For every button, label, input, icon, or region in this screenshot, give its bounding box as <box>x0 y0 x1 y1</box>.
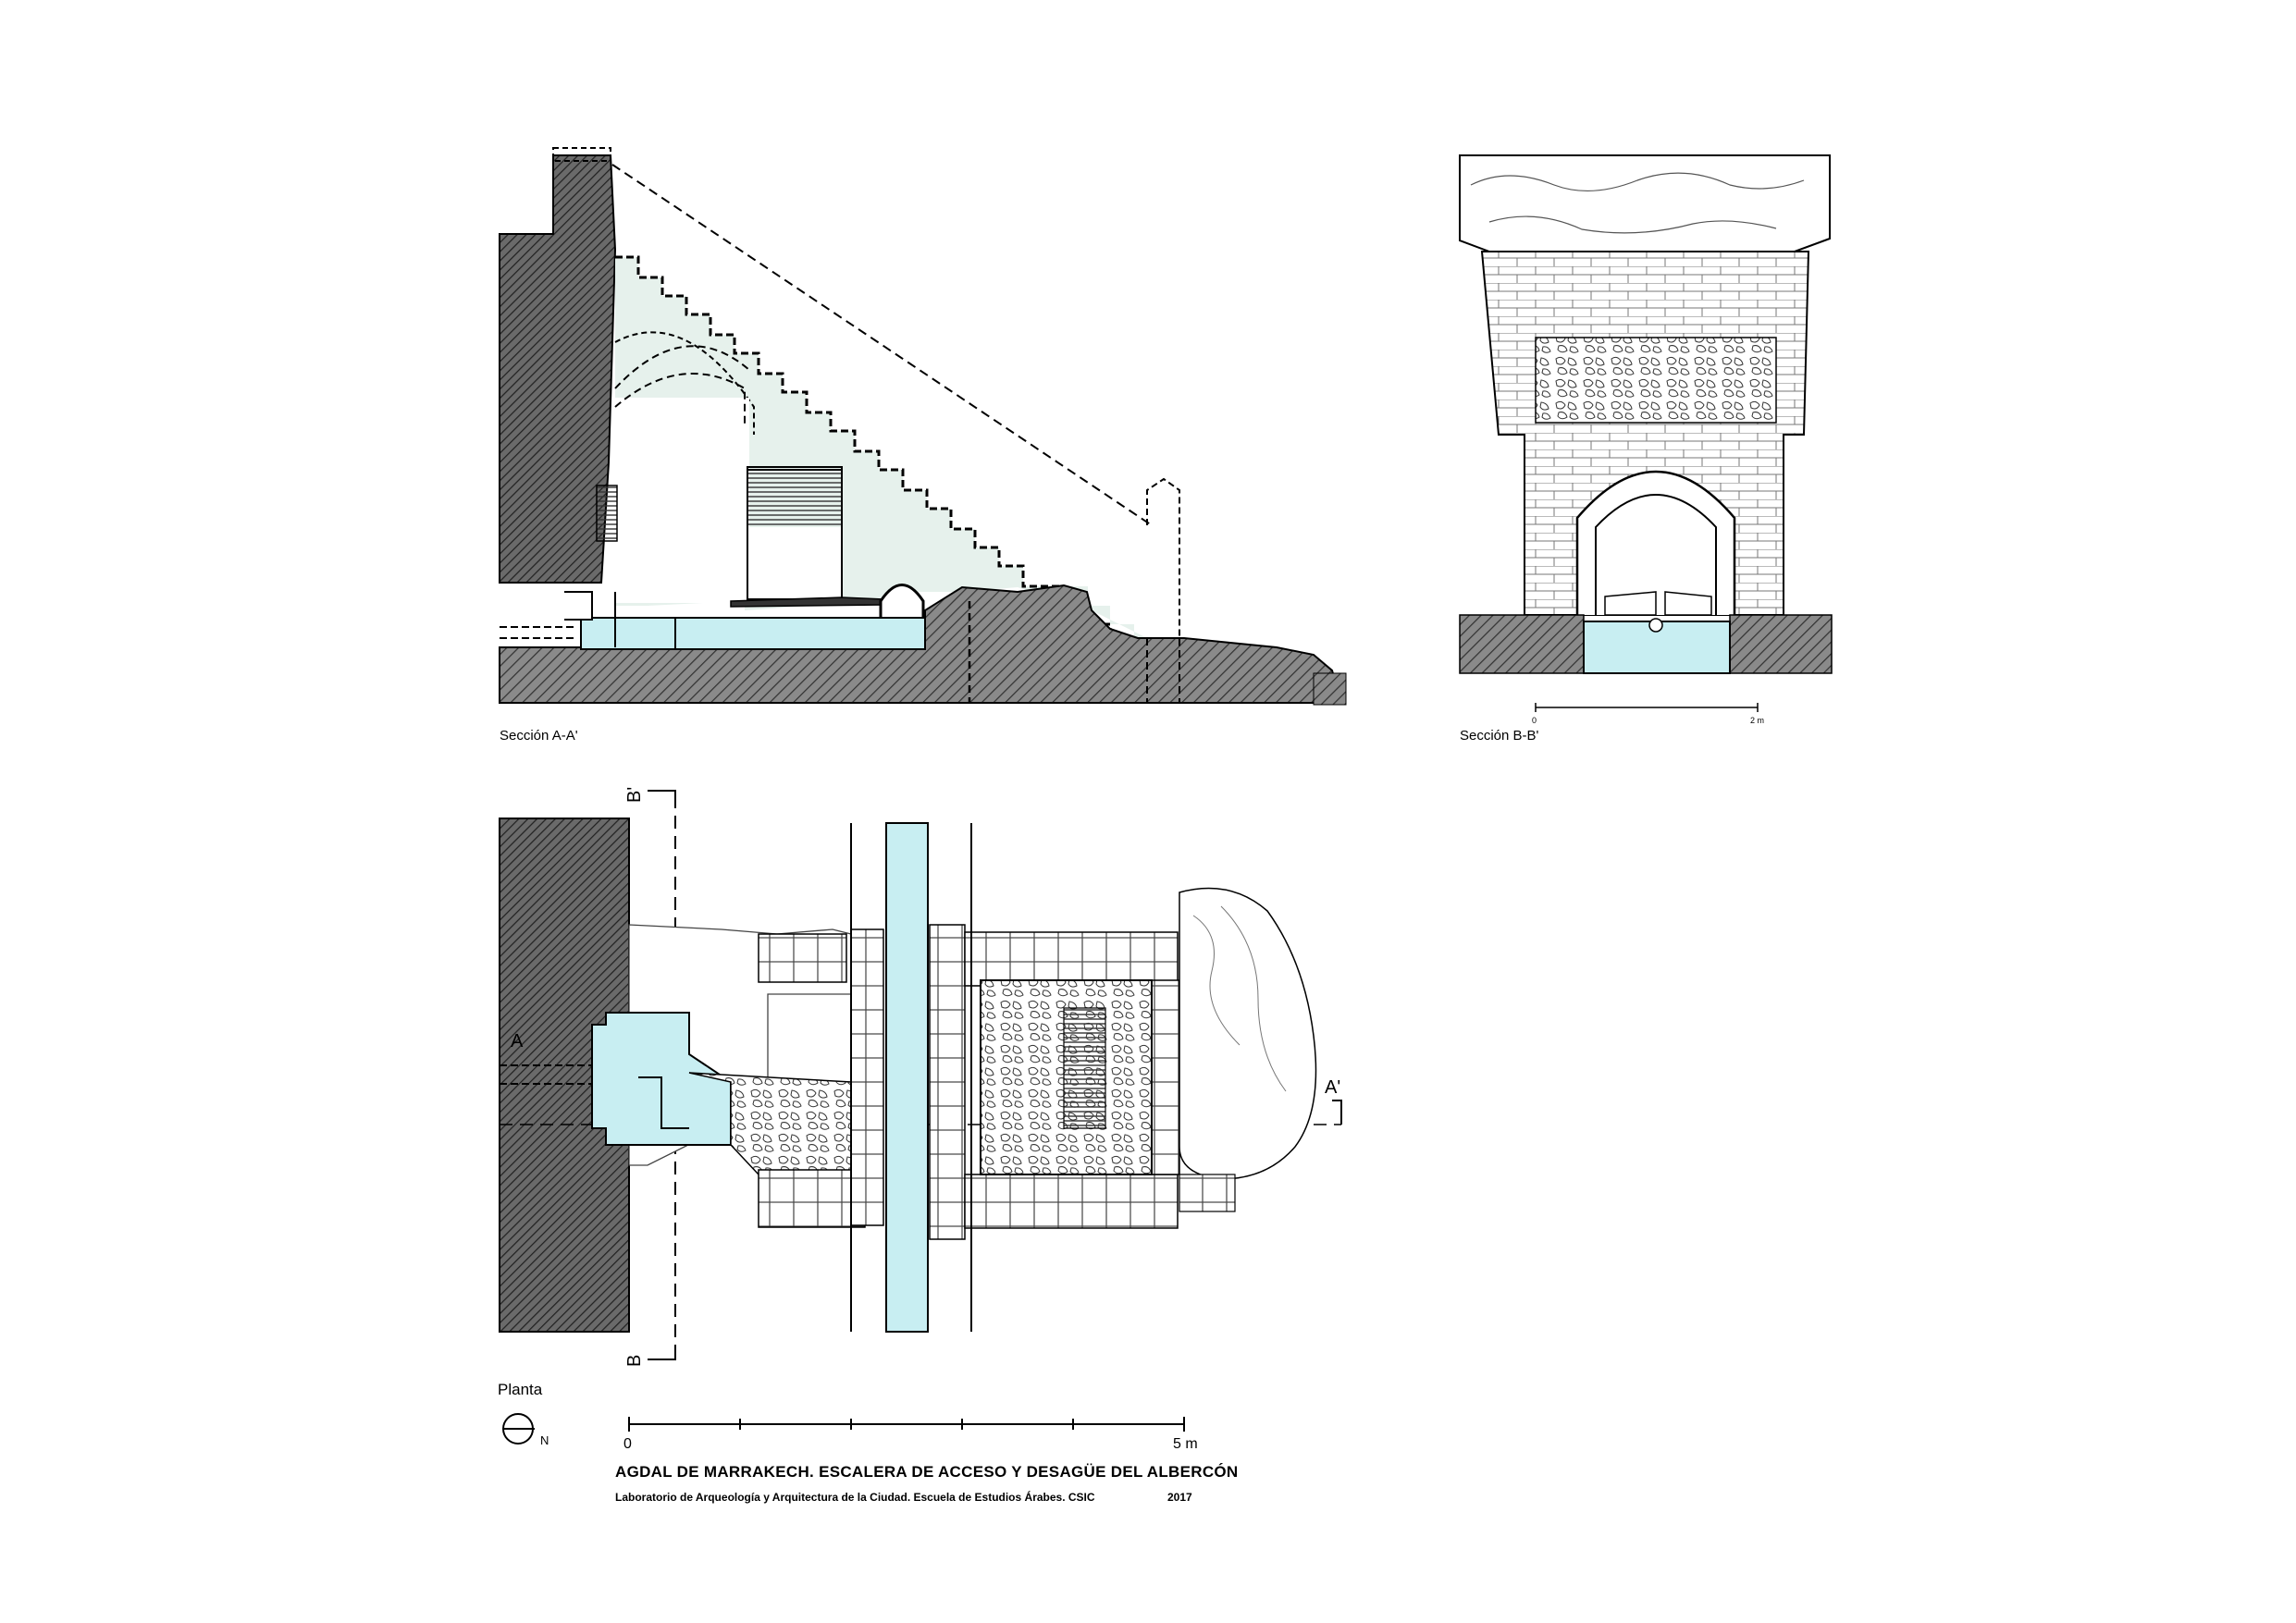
plan-scale-end: 5 m <box>1173 1436 1198 1452</box>
plan-boulder <box>1179 887 1317 1180</box>
water-channel <box>580 617 926 650</box>
ground-mass <box>499 584 1343 704</box>
wall-mass <box>499 154 617 584</box>
marker-b-prime: B' <box>624 787 645 803</box>
section-a-a-drawing <box>499 147 1347 706</box>
chamber-void <box>615 398 749 603</box>
sheet-title: AGDAL DE MARRAKECH. ESCALERA DE ACCESO Y… <box>615 1463 1239 1481</box>
plan-drawing <box>499 790 1342 1445</box>
plan-canal <box>885 822 929 1333</box>
marker-a-prime: A' <box>1325 1077 1340 1098</box>
section-b-b-drawing <box>1459 154 1833 712</box>
section-a-a-label: Sección A-A' <box>500 728 578 744</box>
plan-scale-start: 0 <box>623 1436 632 1452</box>
section-b-b-label: Sección B-B' <box>1460 728 1539 744</box>
north-label: N <box>540 1433 549 1447</box>
marker-b: B <box>624 1355 645 1367</box>
bb-scale-start: 0 <box>1532 716 1537 725</box>
capstone <box>1459 154 1831 252</box>
sheet-credit: Laboratorio de Arqueología y Arquitectur… <box>615 1491 1095 1504</box>
sheet-year: 2017 <box>1167 1491 1192 1504</box>
plan-label: Planta <box>498 1381 543 1398</box>
marker-a: A <box>511 1031 524 1051</box>
bb-scale-end: 2 m <box>1750 716 1764 725</box>
